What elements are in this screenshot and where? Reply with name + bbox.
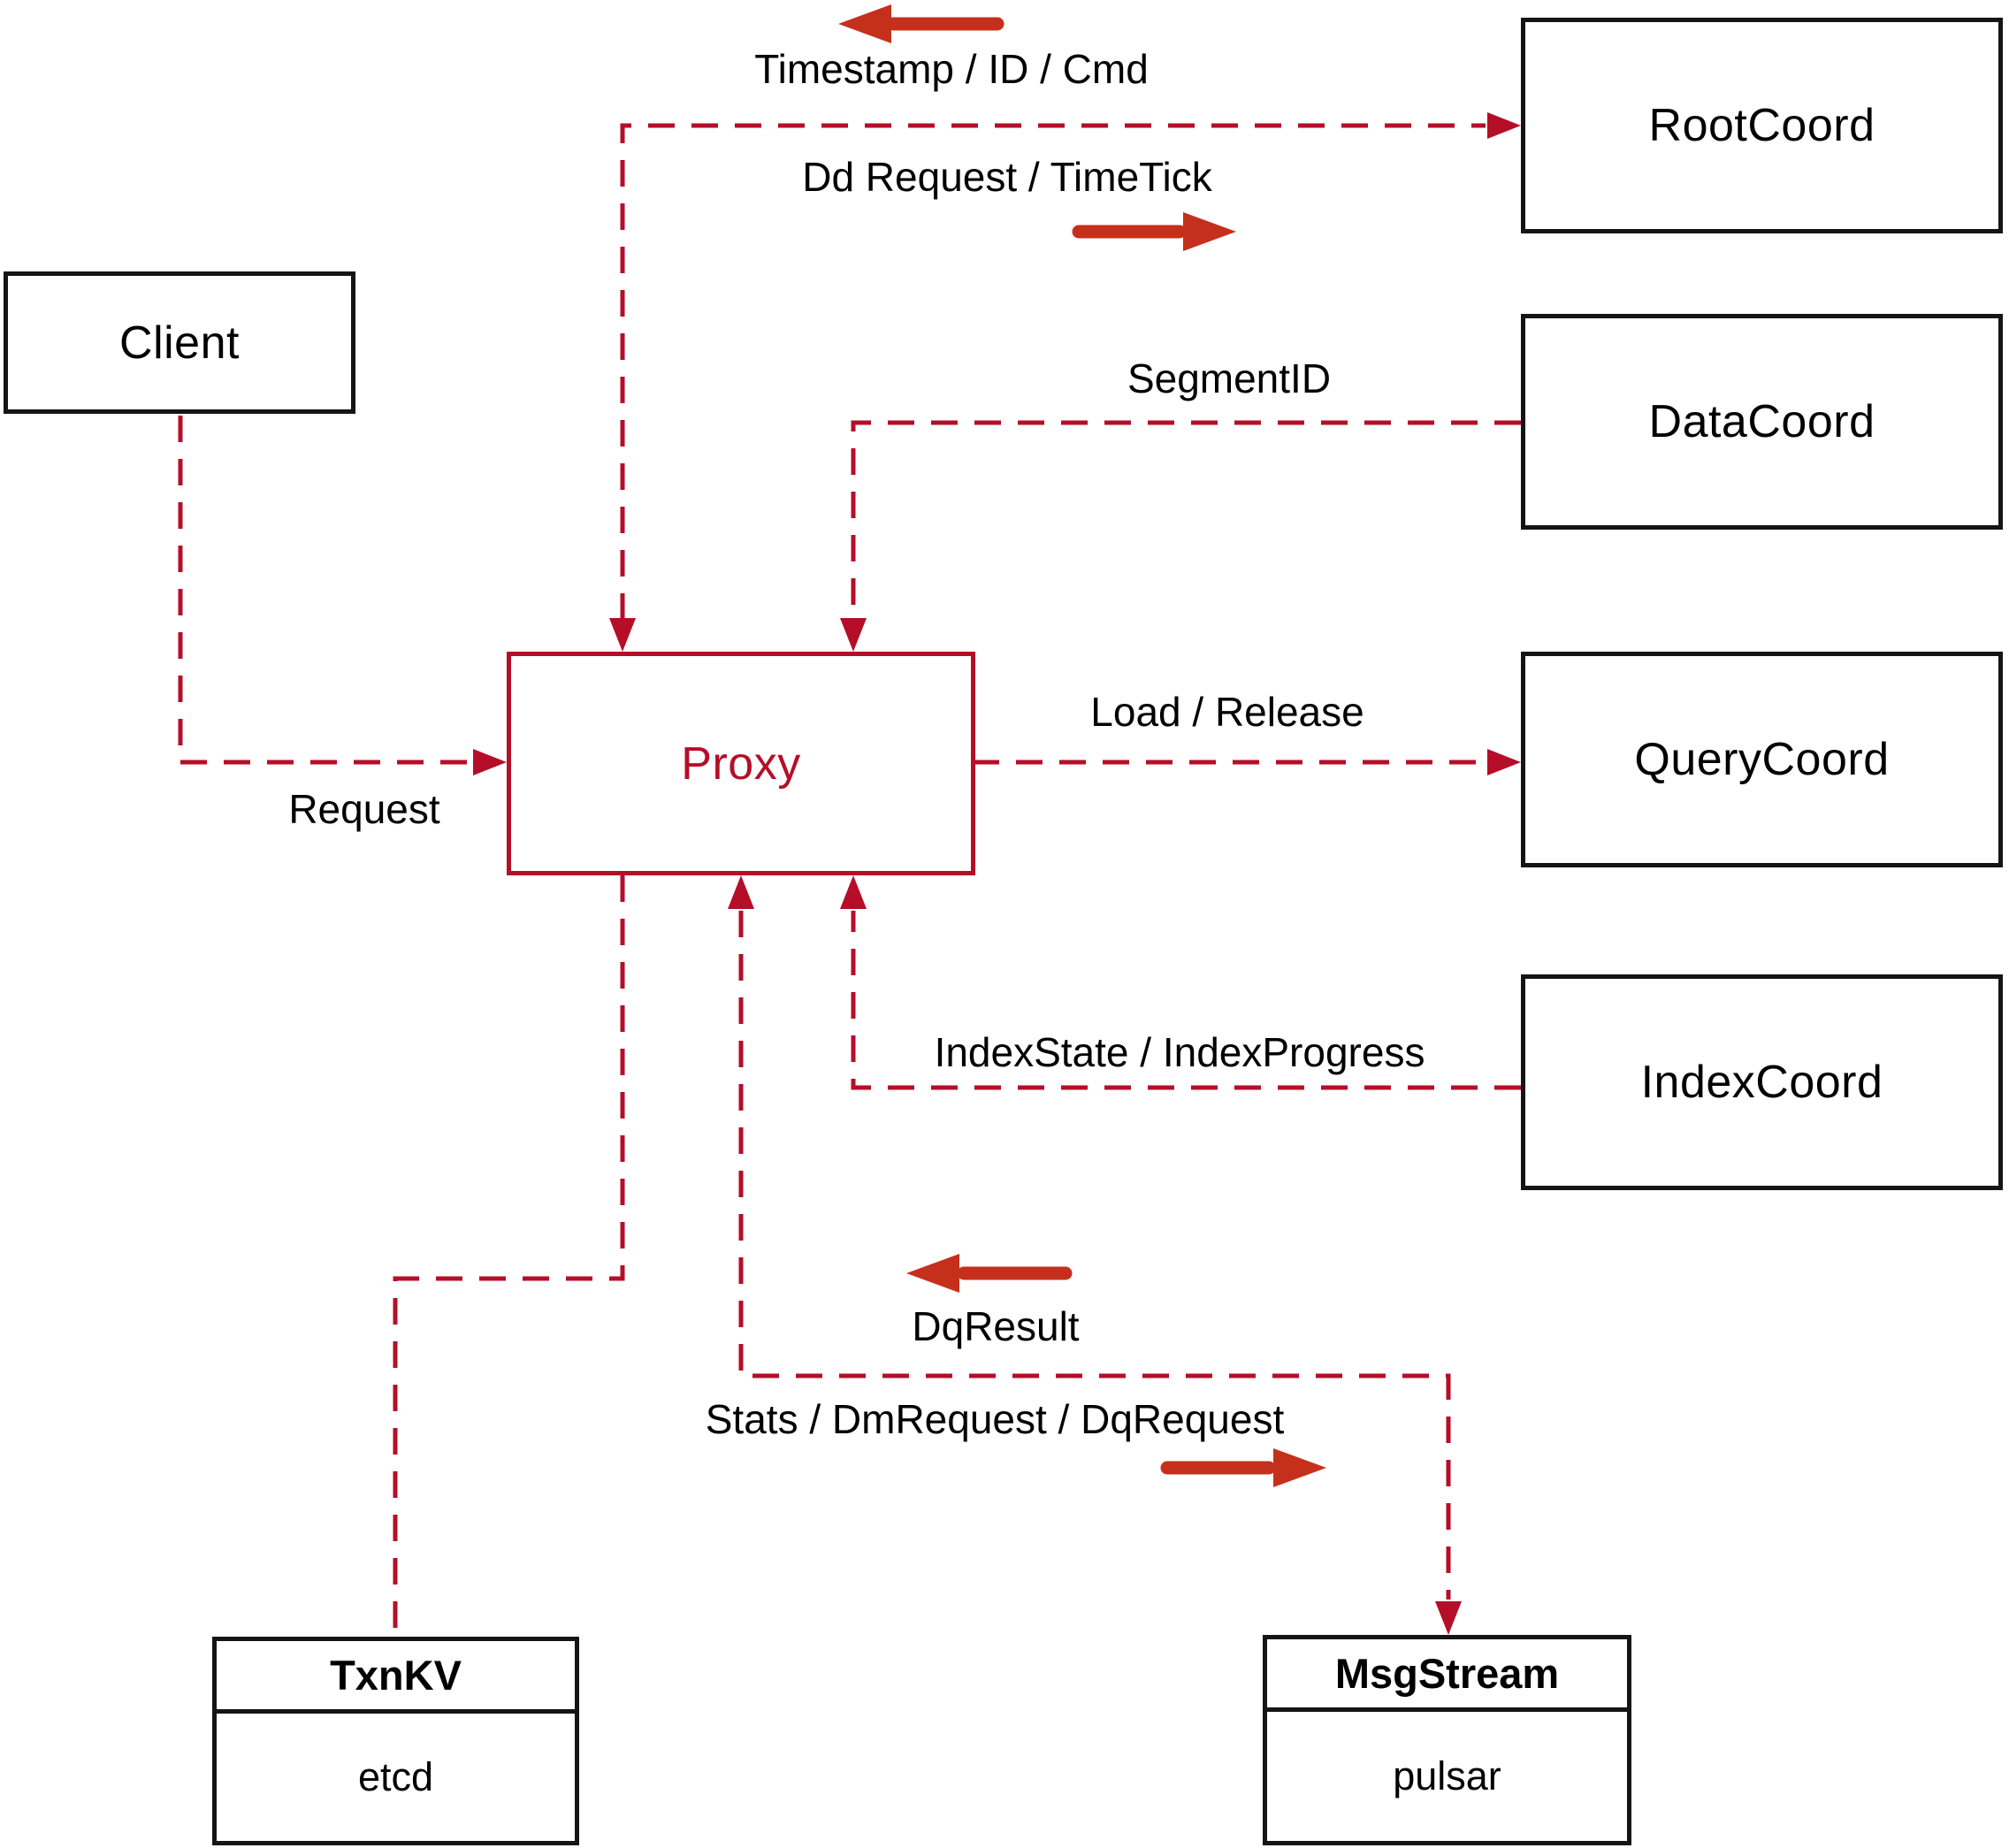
left-arrow-icon [906, 1254, 959, 1293]
direction-arrow-dqresult-left [906, 1254, 1073, 1293]
left-arrow-icon [838, 4, 891, 43]
edge-label-dd-request-timetick: Dd Request / TimeTick [802, 154, 1212, 200]
edge-label-dqresult: DqResult [912, 1303, 1080, 1349]
direction-arrow-timestamp-left [838, 4, 1004, 43]
arrowhead-into-proxy-top-right-icon [840, 618, 867, 652]
txnkv-node: TxnKV etcd [212, 1637, 579, 1845]
right-arrow-icon [1273, 1448, 1326, 1487]
arrowhead-into-msgstream-icon [1435, 1601, 1462, 1635]
arrowhead-into-proxy-bottom-left-icon [728, 875, 754, 909]
edge-line [851, 911, 1521, 1090]
msgstream-title: MsgStream [1267, 1639, 1627, 1712]
msgstream-implementation: pulsar [1393, 1753, 1501, 1798]
rootcoord-node: RootCoord [1521, 18, 2003, 233]
edge-client-proxy [178, 416, 507, 775]
client-label: Client [119, 317, 240, 369]
direction-arrow-stats-right [1160, 1448, 1326, 1487]
edge-datacoord-proxy [840, 420, 1521, 652]
direction-arrow-ddrequest-right [1072, 212, 1236, 251]
rootcoord-label: RootCoord [1648, 100, 1875, 151]
edge-label-indexstate-indexprogress: IndexState / IndexProgress [934, 1029, 1425, 1075]
edge-line [851, 420, 1521, 620]
arrowhead-into-rootcoord-icon [1487, 112, 1521, 139]
datacoord-node: DataCoord [1521, 314, 2003, 530]
edge-indexcoord-proxy [840, 875, 1521, 1090]
edge-label-segmentid: SegmentID [1127, 355, 1332, 401]
arrowhead-into-proxy-left-icon [473, 749, 507, 775]
edge-label-timestamp-id-cmd: Timestamp / ID / Cmd [754, 46, 1149, 92]
edge-proxy-txnkv [393, 875, 625, 1635]
indexcoord-label: IndexCoord [1640, 1057, 1883, 1108]
txnkv-title: TxnKV [217, 1641, 575, 1714]
right-arrow-icon [1183, 212, 1236, 251]
proxy-label: Proxy [681, 737, 801, 790]
edge-proxy-rootcoord [609, 112, 1521, 652]
arrowhead-into-proxy-bottom-right-icon [840, 875, 867, 909]
edge-label-stats-dmrequest-dqrequest: Stats / DmRequest / DqRequest [705, 1396, 1285, 1442]
querycoord-label: QueryCoord [1634, 734, 1890, 785]
client-node: Client [4, 271, 355, 414]
proxy-node: Proxy [507, 652, 975, 875]
txnkv-implementation: etcd [357, 1754, 434, 1799]
arrowhead-into-proxy-top-left-icon [609, 618, 636, 652]
arrowhead-into-querycoord-icon [1487, 749, 1521, 775]
edge-line [738, 911, 1451, 1600]
msgstream-node: MsgStream pulsar [1263, 1635, 1631, 1845]
edge-line [620, 123, 1486, 620]
datacoord-label: DataCoord [1648, 396, 1875, 447]
indexcoord-node: IndexCoord [1521, 974, 2003, 1190]
edge-proxy-msgstream [728, 875, 1462, 1635]
edge-line [393, 875, 625, 1635]
edge-proxy-querycoord [973, 749, 1521, 775]
edge-line [178, 416, 471, 765]
querycoord-node: QueryCoord [1521, 652, 2003, 867]
edge-label-request: Request [288, 786, 440, 832]
edge-label-load-release: Load / Release [1090, 689, 1364, 735]
